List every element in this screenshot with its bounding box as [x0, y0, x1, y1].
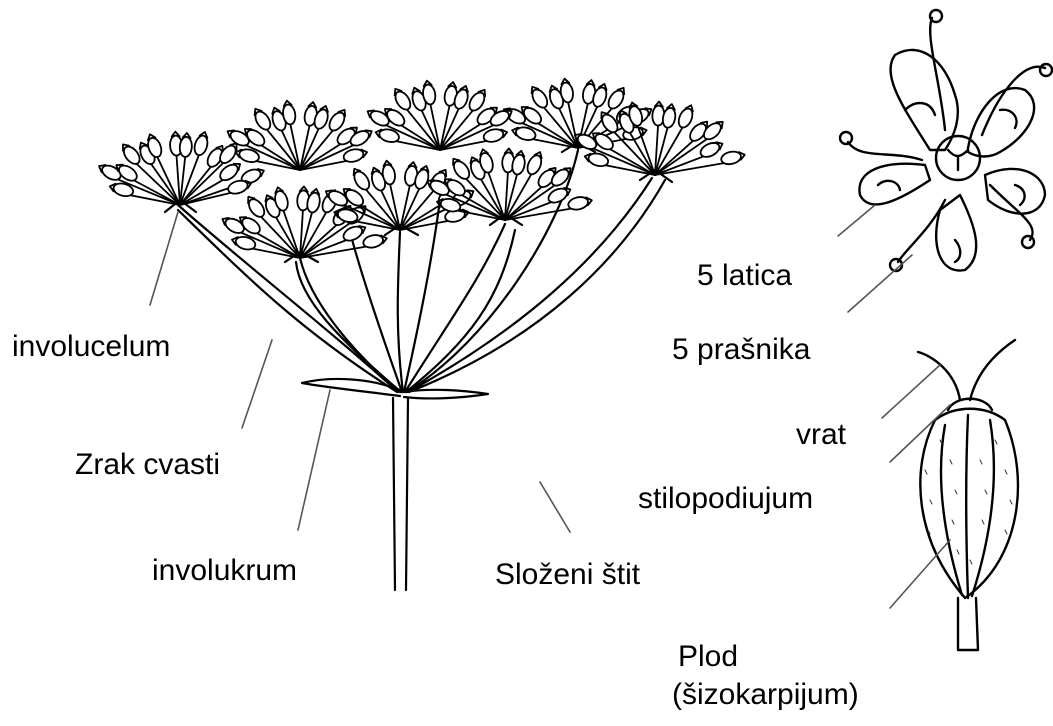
fruit-stipple: [925, 440, 1012, 564]
leader-involukrum: [298, 390, 330, 530]
fruit-body: [920, 409, 1018, 598]
label-vrat: vrat: [796, 418, 846, 453]
flower-bud: [701, 120, 724, 142]
fruit-pedicel: [958, 598, 978, 650]
leader-vrat: [882, 365, 940, 418]
fruit-ribs: [941, 415, 994, 598]
umbellets: [97, 78, 745, 258]
leader-slozeni-stit: [540, 482, 570, 532]
leader-prasnika: [848, 255, 912, 312]
fruit-styles: [918, 340, 1015, 400]
umbellet-7: [226, 100, 374, 170]
flower-bud: [179, 136, 193, 157]
label-prasnika: 5 prašnika: [672, 333, 810, 368]
involucre-bract-right: [404, 390, 488, 399]
main-stem: [393, 398, 408, 590]
petals: [859, 50, 1045, 271]
leader-involucelum: [150, 212, 178, 305]
umbellet-3: [324, 160, 476, 230]
label-involucelum: involucelum: [12, 330, 170, 365]
leader-zrak-cvasti: [242, 340, 272, 428]
umbellet-6: [573, 101, 746, 175]
pedicel: [123, 194, 180, 205]
umbellet-8: [366, 80, 514, 150]
flower-center: [936, 136, 980, 180]
label-slozeni-stit: Složeni štit: [495, 558, 640, 593]
label-involukrum: involukrum: [152, 554, 297, 589]
leader-plod: [890, 540, 950, 608]
label-plod: Plod: [678, 640, 738, 675]
flower-drawing: [840, 10, 1052, 271]
fruit-drawing: [918, 340, 1018, 650]
label-stilopodiujum: stilopodiujum: [638, 482, 813, 517]
label-zrak-cvasti: Zrak cvasti: [75, 448, 220, 483]
pedicel: [655, 122, 686, 175]
label-sizokarpijum: (šizokarpijum): [672, 678, 859, 713]
pedicel: [505, 169, 534, 220]
label-latica: 5 latica: [697, 259, 792, 294]
leader-lines: [150, 205, 950, 608]
pedicel: [655, 154, 710, 175]
pedicel: [300, 207, 329, 258]
leader-latica: [838, 205, 875, 236]
